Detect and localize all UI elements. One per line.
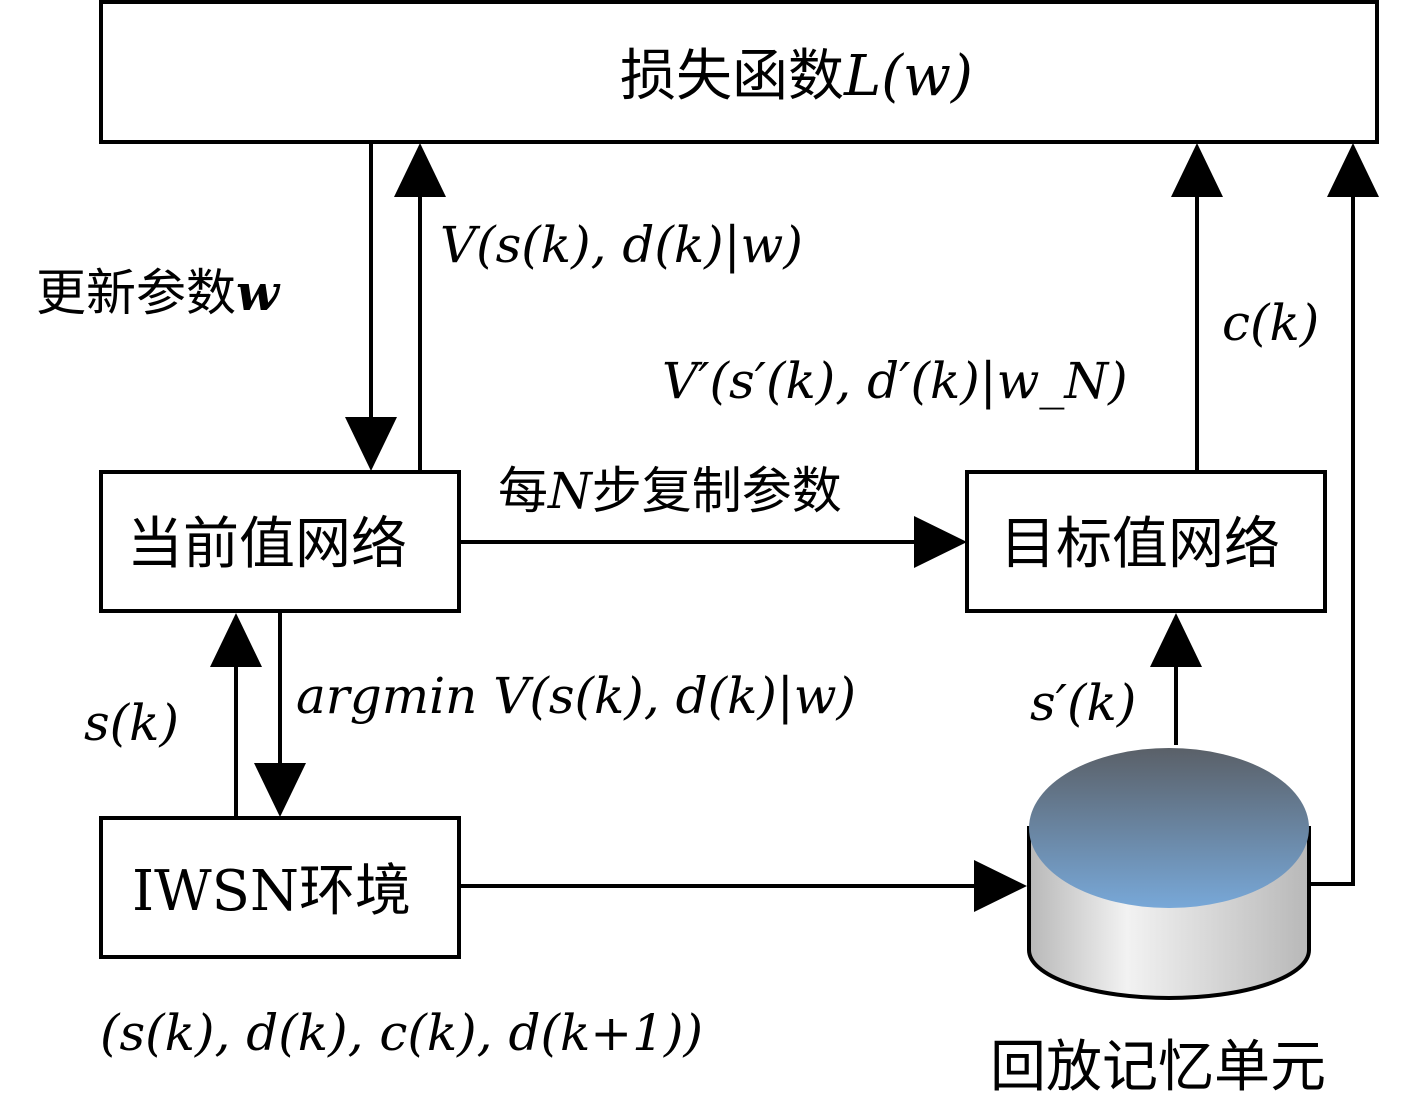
- replay-to-loss-arrow: [1309, 195, 1355, 886]
- arrowhead-up-loss-left: [394, 143, 446, 197]
- target-network-label: 目标值网络: [1000, 512, 1280, 577]
- svg-text:更新参数w: 更新参数w: [36, 263, 281, 322]
- copy-params-math: N: [547, 462, 594, 520]
- current-network-box: 当前值网络: [99, 470, 461, 613]
- loss-function-box: 损失函数L(w): [99, 0, 1379, 144]
- svg-text:损失函数L(w): 损失函数L(w): [620, 44, 973, 109]
- arrowhead-up-target: [1150, 613, 1202, 667]
- update-params-label: 更新参数: [36, 264, 236, 322]
- replay-memory-cylinder: [1027, 748, 1311, 1000]
- current-network-label: 当前值网络: [127, 512, 407, 577]
- copy-params-post: 步复制参数: [592, 462, 842, 520]
- arrow-heads: [210, 143, 1379, 912]
- arrowhead-right-target: [914, 516, 967, 568]
- arrowhead-up-loss-right: [1327, 143, 1379, 197]
- copy-params-pre: 每: [498, 462, 548, 520]
- arrowhead-up-current: [210, 613, 262, 667]
- environment-label: IWSN环境: [132, 859, 411, 924]
- loss-function-label: 损失函数: [620, 44, 844, 109]
- environment-box: IWSN环境: [99, 816, 461, 959]
- loss-function-math: L(w): [843, 44, 973, 109]
- transition-label: (s(k), d(k), c(k), d(k+1)): [100, 1004, 703, 1062]
- svg-text:每N步复制参数: 每N步复制参数: [498, 462, 842, 520]
- replay-memory-label: 回放记忆单元: [990, 1035, 1326, 1096]
- v-target-label: V′(s′(k), d′(k)|w_N): [662, 352, 1128, 410]
- arrowhead-down-env: [254, 763, 306, 817]
- arrowhead-down-current: [345, 417, 397, 471]
- arrowhead-right-replay: [974, 860, 1027, 912]
- cost-label: c(k): [1222, 294, 1319, 352]
- update-params-math: w: [236, 263, 281, 322]
- state-label: s(k): [84, 694, 179, 752]
- v-current-label: V(s(k), d(k)|w): [440, 216, 803, 274]
- arrowhead-up-loss-mid: [1171, 143, 1223, 197]
- argmin-label: argmin V(s(k), d(k)|w): [296, 667, 856, 725]
- target-network-box: 目标值网络: [965, 470, 1327, 613]
- next-state-label: s′(k): [1030, 674, 1136, 732]
